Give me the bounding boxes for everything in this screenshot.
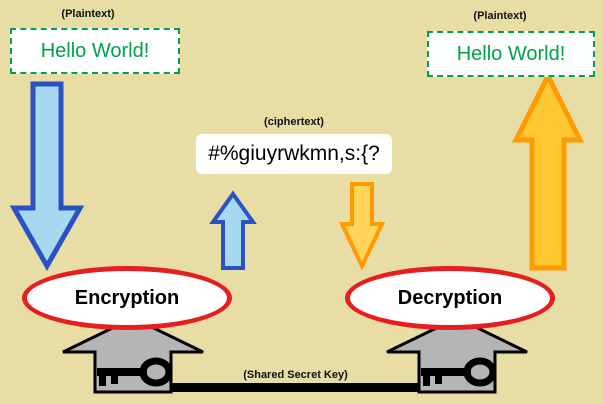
shared-secret-key-label: (Shared Secret Key) (243, 369, 348, 381)
right-plaintext-label: (Plaintext) (473, 10, 527, 22)
key-icon (97, 357, 173, 387)
decryption-to-plaintext-arrow-icon (511, 70, 585, 271)
shared-key-arrow-left (62, 316, 204, 394)
left-plaintext-box: Hello World! (10, 28, 180, 74)
ciphertext-box: #%giuyrwkmn,s:{? (196, 134, 392, 174)
shared-key-bar (171, 383, 419, 392)
plaintext-to-encryption-arrow-icon (9, 81, 85, 272)
shared-key-arrow-right (386, 316, 528, 394)
encryption-to-ciphertext-arrow-icon (209, 190, 257, 270)
ciphertext-to-decryption-arrow-icon (338, 182, 386, 271)
key-icon (421, 357, 497, 387)
decryption-node: Decryption (345, 266, 555, 330)
encryption-node: Encryption (22, 266, 232, 330)
ciphertext-label: (ciphertext) (264, 116, 324, 128)
left-plaintext-label: (Plaintext) (61, 8, 115, 20)
right-plaintext-box: Hello World! (427, 31, 595, 77)
